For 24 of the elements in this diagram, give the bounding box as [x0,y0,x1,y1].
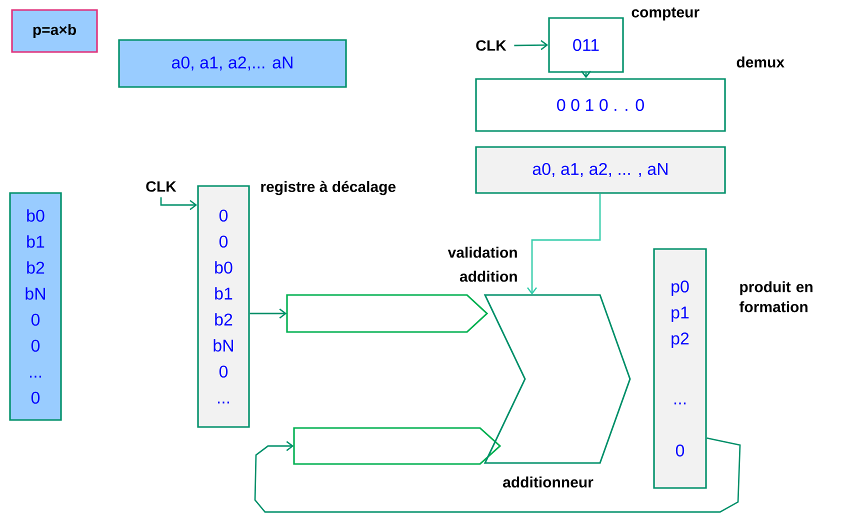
shift-register-box: 0 0 b0 b1 b2 bN 0 ... [197,185,250,428]
caption-label: additionneur [503,476,594,488]
arrow [160,197,198,210]
input-pentagon [293,427,502,465]
counter-box: 011 [548,17,624,73]
product-box: p0 p1 p2 ... 0 [653,248,707,489]
clk-label: CLK [146,181,176,192]
register-box: a0, a1, a2, ... , aN [475,146,726,194]
caption-label: demux [736,56,784,68]
arrow [254,437,741,513]
arrow [250,308,287,319]
edge-label: validation addition [448,246,517,282]
register-box: a0, a1, a2,... aN [118,39,347,88]
formula-box: p=a×b [11,9,98,53]
caption-label: compteur [632,8,700,20]
demux-box: 0 0 1 0 . . 0 [475,78,726,132]
caption-label: produit en formation [739,281,812,312]
input-pentagon [286,294,488,333]
caption-label: registre à décalage [261,180,396,196]
column-box: b0 b1 b2 bN 0 0 ... 0 [9,192,62,421]
clk-label: CLK [476,40,506,51]
arrow [526,194,601,295]
arrow [514,40,548,50]
adder-chevron [484,294,631,464]
